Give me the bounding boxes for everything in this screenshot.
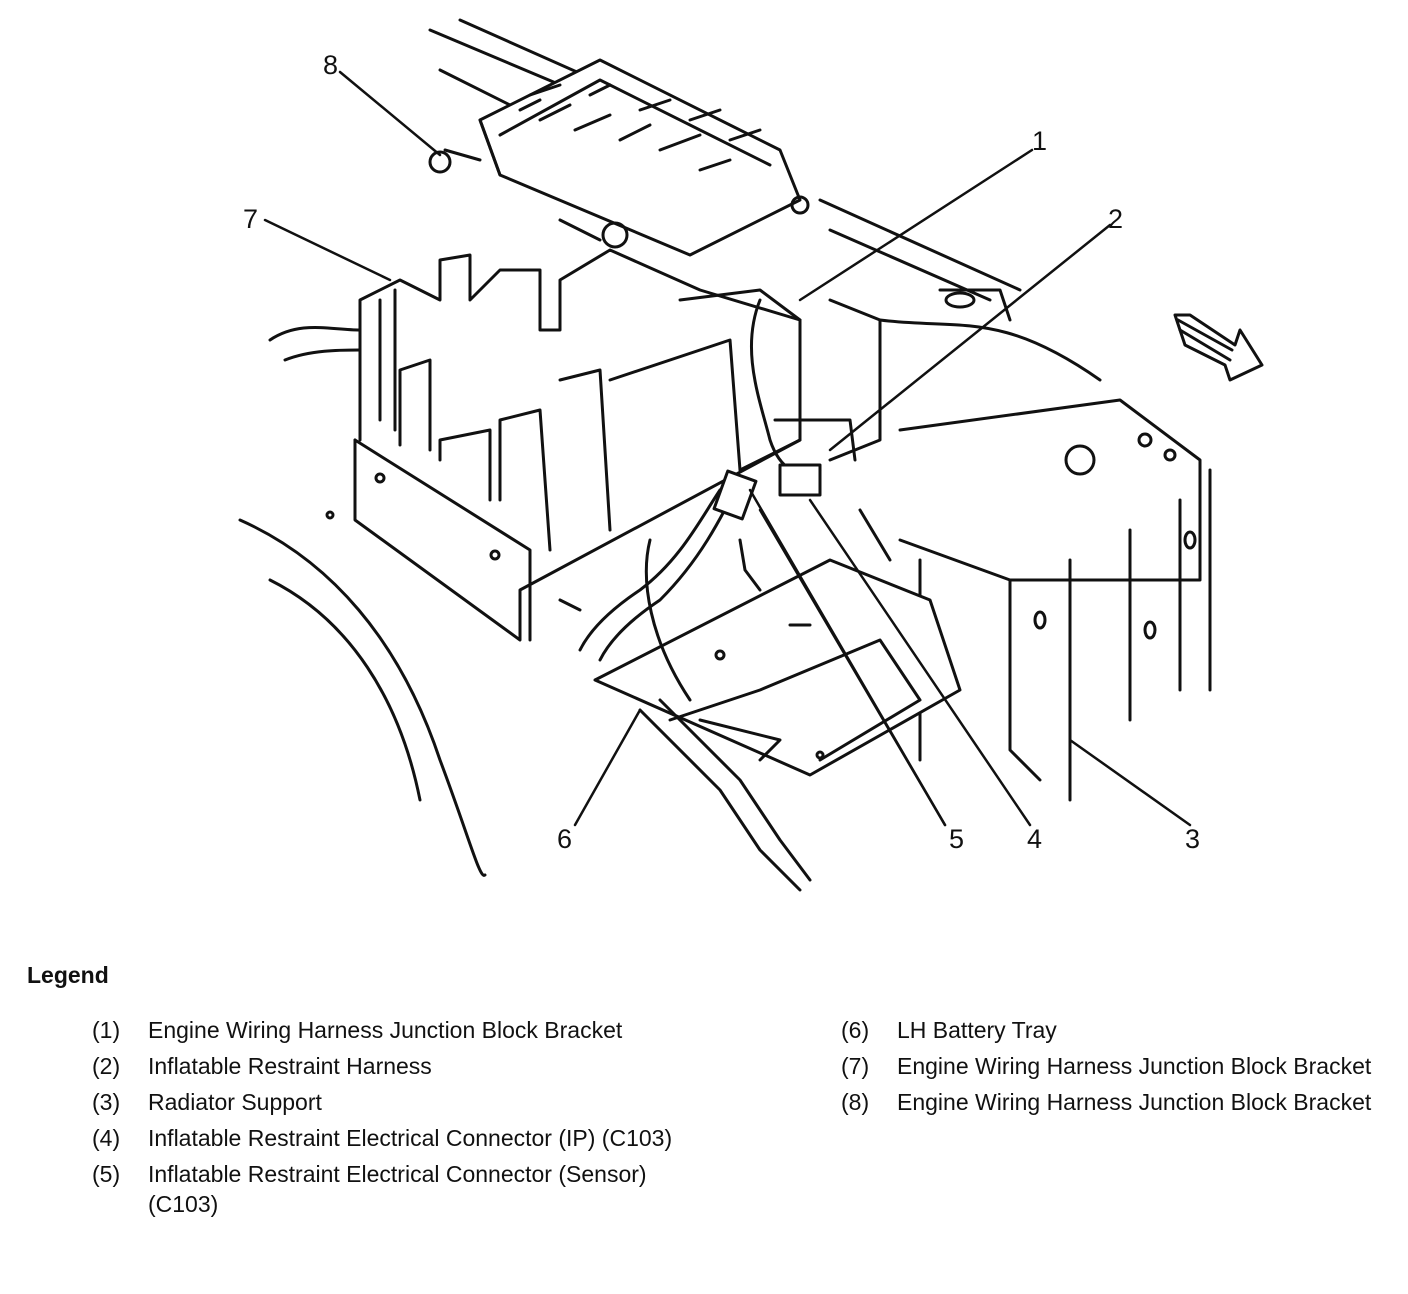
legend-item: (8) Engine Wiring Harness Junction Block… [841, 1087, 1401, 1117]
front-direction-arrow [1173, 313, 1264, 382]
legend-item-number: (2) [92, 1053, 121, 1079]
legend-item: (1) Engine Wiring Harness Junction Block… [92, 1015, 712, 1045]
legend-item-text: Radiator Support [148, 1089, 322, 1115]
radiator-support [878, 288, 1212, 802]
callout-5: 5 [949, 824, 964, 854]
legend-item-number: (5) [92, 1161, 121, 1187]
legend-item-number: (6) [841, 1017, 870, 1043]
legend-item: (3) Radiator Support [92, 1087, 712, 1117]
legend-title: Legend [27, 962, 109, 988]
legend-item: (2) Inflatable Restraint Harness [92, 1051, 712, 1081]
callout-7: 7 [243, 204, 258, 234]
legend-item-text: Inflatable Restraint Harness [148, 1053, 432, 1079]
callout-3: 3 [1185, 824, 1200, 854]
legend-item-number: (3) [92, 1089, 121, 1115]
legend-item-text: Engine Wiring Harness Junction Block Bra… [897, 1089, 1372, 1115]
callout-1: 1 [1032, 126, 1047, 156]
legend-item-number: (7) [841, 1053, 870, 1079]
legend-column-left: (1) Engine Wiring Harness Junction Block… [92, 1015, 712, 1225]
battery-tray [593, 508, 962, 777]
legend-item-number: (1) [92, 1017, 121, 1043]
callout-8: 8 [323, 50, 338, 80]
legend-item: (6) LH Battery Tray [841, 1015, 1401, 1045]
callout-leaders [263, 70, 1192, 827]
legend-item-number: (4) [92, 1125, 121, 1151]
callout-6: 6 [557, 824, 572, 854]
legend-item: (5) Inflatable Restraint Electrical Conn… [92, 1159, 712, 1219]
legend-item-number: (8) [841, 1089, 870, 1115]
inflatable-restraint-harness [578, 298, 857, 892]
legend-item: (7) Engine Wiring Harness Junction Block… [841, 1051, 1401, 1081]
legend-item-text: Engine Wiring Harness Junction Block Bra… [148, 1017, 623, 1043]
legend-item: (4) Inflatable Restraint Electrical Conn… [92, 1123, 712, 1153]
component-location-diagram: 1 2 3 4 5 6 7 8 [238, 18, 1264, 892]
legend-item-text: Inflatable Restraint Electrical Connecto… [148, 1161, 647, 1217]
fender-outline [238, 18, 1022, 877]
legend-item-text: Inflatable Restraint Electrical Connecto… [148, 1125, 673, 1151]
legend-column-right: (6) LH Battery Tray (7) Engine Wiring Ha… [841, 1015, 1401, 1123]
harness-bracket-assembly [325, 248, 882, 642]
legend-item-text: Engine Wiring Harness Junction Block Bra… [897, 1053, 1372, 1079]
legend-item-text: LH Battery Tray [897, 1017, 1057, 1043]
callout-4: 4 [1027, 824, 1042, 854]
junction-block [428, 58, 810, 257]
callout-2: 2 [1108, 204, 1123, 234]
